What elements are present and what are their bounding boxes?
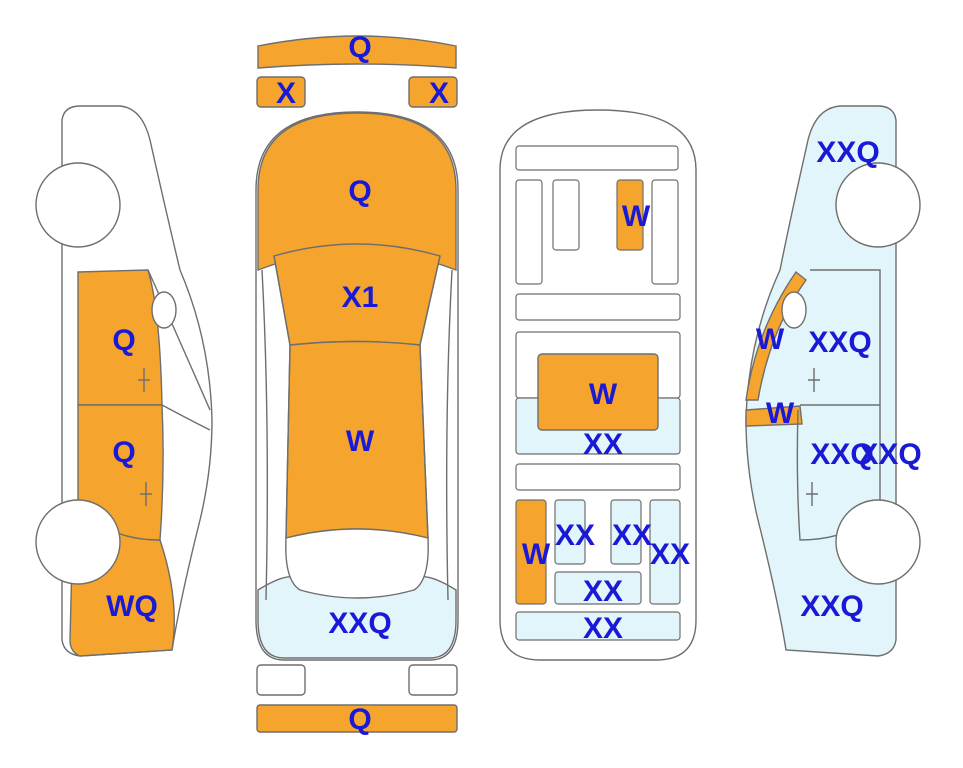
- left-front-door-label: Q: [112, 324, 135, 357]
- right-front-fender-label: XXQ: [816, 136, 879, 169]
- left-rear-wheel: [35, 499, 121, 585]
- interior-left-rail-label: W: [522, 538, 551, 571]
- top-right-mirror[interactable]: [408, 76, 458, 108]
- right-door-handle-2: [806, 482, 818, 506]
- top-hood-label: Q: [348, 175, 371, 208]
- top-left-tail-light: [256, 664, 306, 696]
- right-a-pillar-lower-label: W: [766, 397, 795, 430]
- interior-trunk-sill-label: XX: [583, 612, 623, 645]
- top-front-bumper[interactable]: [257, 35, 457, 69]
- left-window-line-2: [161, 404, 211, 431]
- top-left-mirror-label: X: [276, 77, 296, 110]
- top-right-mirror-label: X: [429, 77, 449, 110]
- top-roof-label: W: [346, 425, 375, 458]
- top-right-pillar: [419, 255, 441, 539]
- right-side-view: XXQ W W XXQ XXQ XXQ XXQ: [745, 105, 922, 657]
- left-door-handle-2: [140, 482, 152, 506]
- top-left-pillar: [273, 255, 291, 539]
- interior-trunk-floor-label: XX: [583, 575, 623, 608]
- top-rear-bumper[interactable]: [256, 704, 458, 733]
- interior-left-seat: [515, 179, 543, 285]
- interior-floor-lower-label: XX: [583, 428, 623, 461]
- right-a-pillar-upper-label: W: [756, 323, 785, 356]
- left-rear-fender-label: WQ: [106, 590, 158, 623]
- interior-dash: [515, 145, 679, 171]
- interior-floor-upper-label: W: [589, 378, 618, 411]
- left-window-line: [147, 269, 211, 411]
- interior-left-rail[interactable]: [515, 499, 547, 605]
- right-rear-fender-label: XXQ: [800, 590, 863, 623]
- top-right-tail-light: [408, 664, 458, 696]
- interior-console-label: W: [622, 200, 651, 233]
- interior-trunk-cell-left[interactable]: [554, 499, 586, 565]
- interior-trunk-cell-mid[interactable]: [610, 499, 642, 565]
- top-front-bumper-label: Q: [348, 31, 371, 64]
- top-right-side-line: [445, 269, 453, 601]
- interior-view: W W XX W XX XX XX XX XX: [499, 109, 697, 661]
- left-mirror: [151, 291, 177, 329]
- top-rear-bumper-label: Q: [348, 703, 371, 736]
- top-left-mirror[interactable]: [256, 76, 306, 108]
- interior-crossbar-2: [515, 463, 681, 491]
- right-rear-wheel: [835, 499, 921, 585]
- interior-trunk-cell-mid-label: XX: [612, 519, 652, 552]
- right-front-wheel: [835, 162, 921, 248]
- left-side-view: Q Q WQ: [35, 105, 213, 657]
- left-door-handle-1: [138, 368, 150, 392]
- top-windshield-label: X1: [342, 281, 379, 314]
- top-rear-window: [285, 528, 429, 599]
- top-view: Q X X Q X1 W XXQ Q: [255, 31, 459, 736]
- right-a-pillar-lower[interactable]: [745, 405, 803, 427]
- top-trunk-label: XXQ: [328, 607, 391, 640]
- right-mirror: [781, 291, 807, 329]
- left-front-wheel: [35, 162, 121, 248]
- interior-trunk-cell-right[interactable]: [649, 499, 681, 605]
- interior-crossbar-1: [515, 293, 681, 321]
- interior-floor-upper[interactable]: [537, 353, 659, 431]
- interior-trunk-cell-left-label: XX: [555, 519, 595, 552]
- right-front-door-label: XXQ: [808, 326, 871, 359]
- interior-trunk-sill[interactable]: [515, 611, 681, 641]
- right-rear-door-left-label: XXQ: [810, 438, 873, 471]
- right-door-handle-1: [808, 368, 820, 392]
- right-front-door-line: [810, 269, 881, 540]
- interior-trunk-cell-right-label: XX: [650, 538, 690, 571]
- top-left-side-line: [261, 269, 269, 601]
- left-rear-door-label: Q: [112, 436, 135, 469]
- interior-right-seat: [651, 179, 679, 285]
- interior-left-seat-2: [552, 179, 580, 251]
- interior-trunk-floor[interactable]: [554, 571, 642, 605]
- interior-console[interactable]: [616, 179, 644, 251]
- right-rear-door-right-label: XXQ: [858, 438, 921, 471]
